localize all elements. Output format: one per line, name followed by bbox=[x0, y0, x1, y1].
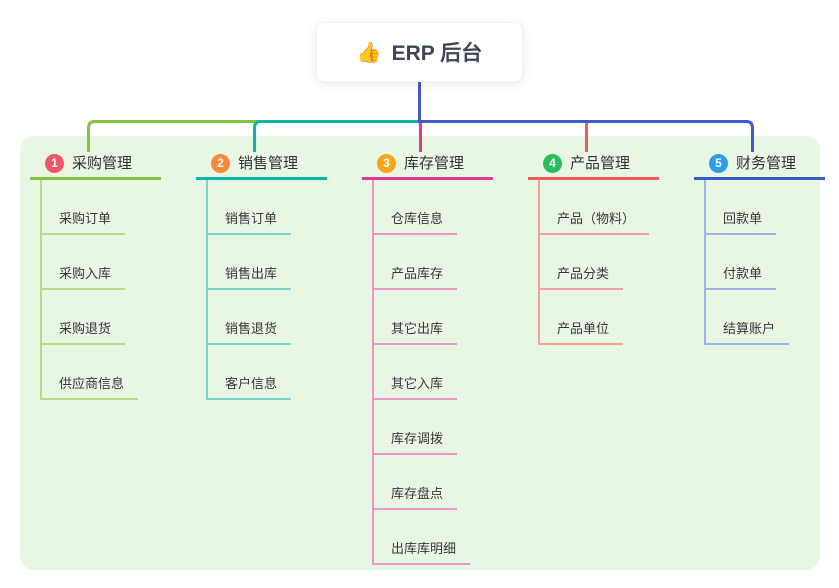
branch-child-item[interactable]: 结算账户 bbox=[706, 290, 790, 345]
branch-child-item[interactable]: 库存盘点 bbox=[374, 455, 458, 510]
branch-header[interactable]: 2 销售管理 bbox=[196, 140, 327, 180]
branch-header[interactable]: 4 产品管理 bbox=[528, 140, 659, 180]
branch-children: 采购订单采购入库采购退货供应商信息 bbox=[40, 180, 161, 400]
branch-number-badge: 1 bbox=[45, 154, 64, 173]
thumbs-up-icon: 👍 bbox=[356, 41, 382, 64]
branch-child-item[interactable]: 付款单 bbox=[706, 235, 777, 290]
branch-children: 回款单付款单结算账户 bbox=[704, 180, 825, 345]
branch-child-item[interactable]: 销售出库 bbox=[208, 235, 292, 290]
branch-child-item[interactable]: 销售订单 bbox=[208, 180, 292, 235]
branch-title: 财务管理 bbox=[736, 155, 797, 172]
branch-children: 仓库信息产品库存其它出库其它入库库存调拨库存盘点出库库明细 bbox=[372, 180, 493, 565]
branch-header[interactable]: 5 财务管理 bbox=[694, 140, 825, 180]
branch-column: 2 销售管理 销售订单销售出库销售退货客户信息 bbox=[196, 140, 327, 400]
branch-child-item[interactable]: 销售退货 bbox=[208, 290, 292, 345]
branch-column: 1 采购管理 采购订单采购入库采购退货供应商信息 bbox=[30, 140, 161, 400]
branch-child-item[interactable]: 库存调拨 bbox=[374, 400, 458, 455]
branch-header[interactable]: 3 库存管理 bbox=[362, 140, 493, 180]
branch-child-item[interactable]: 其它入库 bbox=[374, 345, 458, 400]
branch-child-item[interactable]: 采购入库 bbox=[42, 235, 126, 290]
root-node[interactable]: 👍 ERP 后台 bbox=[316, 22, 523, 82]
branch-child-item[interactable]: 回款单 bbox=[706, 180, 777, 235]
branch-child-item[interactable]: 仓库信息 bbox=[374, 180, 458, 235]
branch-number-badge: 2 bbox=[211, 154, 230, 173]
branch-child-item[interactable]: 产品分类 bbox=[540, 235, 624, 290]
branch-number-badge: 3 bbox=[377, 154, 396, 173]
branch-child-item[interactable]: 产品库存 bbox=[374, 235, 458, 290]
branch-children: 销售订单销售出库销售退货客户信息 bbox=[206, 180, 327, 400]
branch-child-item[interactable]: 产品（物料） bbox=[540, 180, 650, 235]
branch-number-badge: 5 bbox=[709, 154, 728, 173]
branch-header[interactable]: 1 采购管理 bbox=[30, 140, 161, 180]
branch-child-item[interactable]: 出库库明细 bbox=[374, 510, 471, 565]
branches-panel bbox=[20, 136, 820, 570]
branch-column: 4 产品管理 产品（物料）产品分类产品单位 bbox=[528, 140, 659, 345]
root-node-label: ERP 后台 bbox=[391, 42, 483, 65]
branch-column: 3 库存管理 仓库信息产品库存其它出库其它入库库存调拨库存盘点出库库明细 bbox=[362, 140, 493, 565]
branch-number-badge: 4 bbox=[543, 154, 562, 173]
branch-child-item[interactable]: 产品单位 bbox=[540, 290, 624, 345]
branch-child-item[interactable]: 其它出库 bbox=[374, 290, 458, 345]
branch-column: 5 财务管理 回款单付款单结算账户 bbox=[694, 140, 825, 345]
branch-child-item[interactable]: 供应商信息 bbox=[42, 345, 139, 400]
branch-child-item[interactable]: 采购订单 bbox=[42, 180, 126, 235]
branch-children: 产品（物料）产品分类产品单位 bbox=[538, 180, 659, 345]
branch-child-item[interactable]: 采购退货 bbox=[42, 290, 126, 345]
branch-title: 库存管理 bbox=[404, 155, 465, 172]
branch-child-item[interactable]: 客户信息 bbox=[208, 345, 292, 400]
branch-title: 销售管理 bbox=[238, 155, 299, 172]
branch-title: 产品管理 bbox=[570, 155, 631, 172]
branch-title: 采购管理 bbox=[72, 155, 133, 172]
